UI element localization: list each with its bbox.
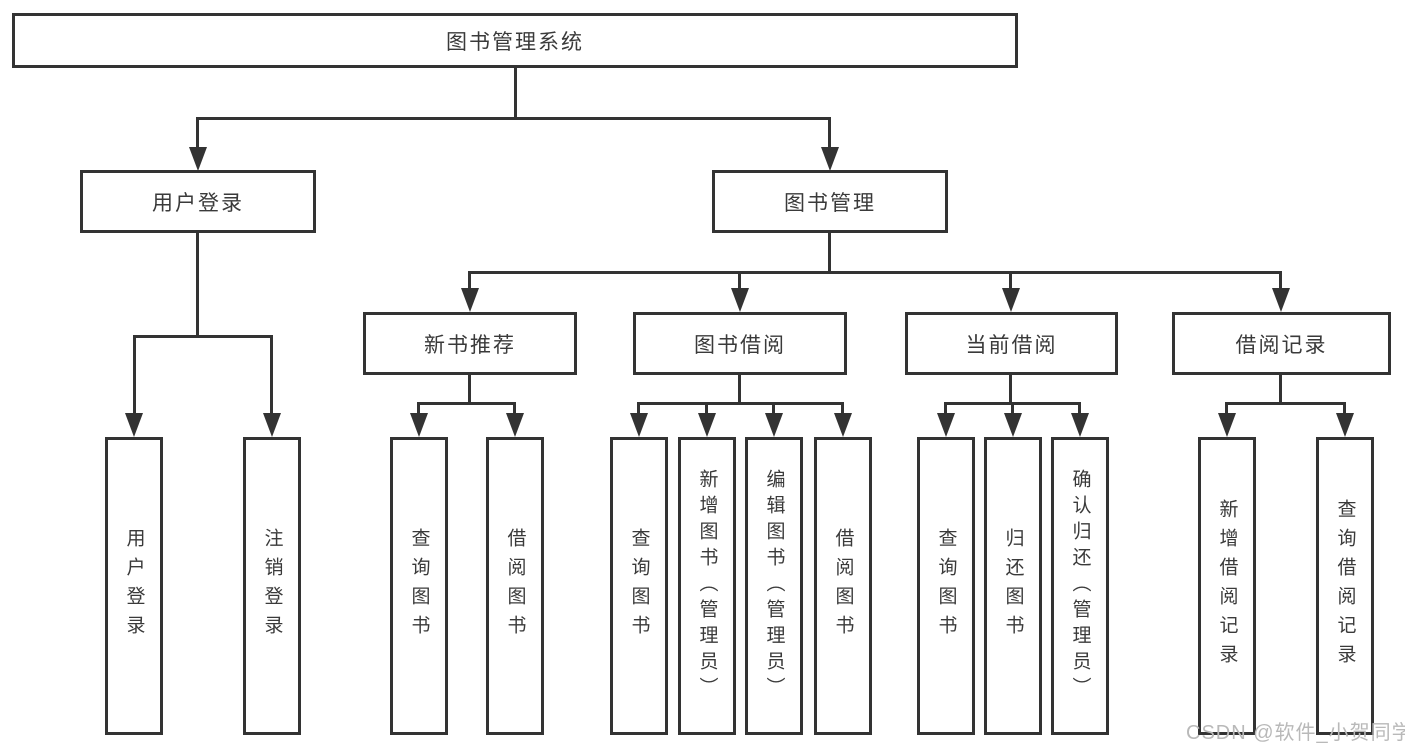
arrowhead-down-icon <box>821 147 839 171</box>
connector-line <box>828 233 831 273</box>
node-book-management: 图书管理 <box>712 170 948 233</box>
node-label: 图书管理 <box>784 191 876 215</box>
node-book-management-system: 图书管理系统 <box>12 13 1018 68</box>
connector-line <box>828 117 831 150</box>
arrowhead-down-icon <box>125 413 143 437</box>
arrowhead-down-icon <box>1218 413 1236 437</box>
arrowhead-down-icon <box>834 413 852 437</box>
node-label: 注销登录 <box>261 528 283 644</box>
watermark: CSDN @软件_小贺同学 <box>1186 722 1405 744</box>
connector-line <box>1009 271 1012 292</box>
node-label: 新增图书（管理员） <box>696 469 718 703</box>
connector-line <box>738 271 741 292</box>
node-label: 编辑图书（管理员） <box>763 469 785 703</box>
node-label: 用户登录 <box>152 191 244 215</box>
leaf-query-borrowing-record: 查询借阅记录 <box>1316 437 1374 735</box>
connector-line <box>738 375 741 405</box>
arrowhead-down-icon <box>1002 288 1020 312</box>
node-label: 图书管理系统 <box>446 30 584 54</box>
connector-line <box>196 117 831 120</box>
node-label: 查询图书 <box>628 528 650 644</box>
connector-line <box>417 402 420 417</box>
connector-line <box>705 402 708 417</box>
arrowhead-down-icon <box>1071 413 1089 437</box>
node-label: 借阅图书 <box>504 528 526 644</box>
connector-line <box>637 402 640 417</box>
node-book-borrowing: 图书借阅 <box>633 312 847 375</box>
connector-line <box>1225 402 1346 405</box>
connector-line <box>1343 402 1346 417</box>
connector-line <box>196 233 199 337</box>
node-label: 查询图书 <box>408 528 430 644</box>
leaf-logout: 注销登录 <box>243 437 301 735</box>
arrowhead-down-icon <box>506 413 524 437</box>
connector-line <box>1009 375 1012 405</box>
arrowhead-down-icon <box>1272 288 1290 312</box>
node-label: 借阅图书 <box>832 528 854 644</box>
arrowhead-down-icon <box>189 147 207 171</box>
arrowhead-down-icon <box>1004 413 1022 437</box>
arrowhead-down-icon <box>410 413 428 437</box>
node-user-login-group: 用户登录 <box>80 170 316 233</box>
node-label: 新增借阅记录 <box>1216 499 1238 673</box>
node-current-borrowing: 当前借阅 <box>905 312 1118 375</box>
connector-line <box>514 68 517 120</box>
leaf-add-book-admin: 新增图书（管理员） <box>678 437 736 735</box>
connector-line <box>417 402 516 405</box>
connector-line <box>270 335 273 417</box>
node-new-book-recommendation: 新书推荐 <box>363 312 577 375</box>
arrowhead-down-icon <box>1336 413 1354 437</box>
leaf-return-books: 归还图书 <box>984 437 1042 735</box>
arrowhead-down-icon <box>937 413 955 437</box>
connector-line <box>133 335 273 338</box>
connector-line <box>1225 402 1228 417</box>
leaf-borrow-books-recommend: 借阅图书 <box>486 437 544 735</box>
leaf-borrow-books-borrowing: 借阅图书 <box>814 437 872 735</box>
arrowhead-down-icon <box>765 413 783 437</box>
arrowhead-down-icon <box>263 413 281 437</box>
connector-line <box>944 402 947 417</box>
node-label: 用户登录 <box>123 528 145 644</box>
connector-line <box>841 402 844 417</box>
node-label: 归还图书 <box>1002 528 1024 644</box>
leaf-query-books-recommend: 查询图书 <box>390 437 448 735</box>
connector-line <box>133 335 136 417</box>
connector-line <box>1279 271 1282 292</box>
node-label: 查询借阅记录 <box>1334 499 1356 673</box>
connector-line <box>468 271 1282 274</box>
connector-line <box>468 375 471 405</box>
node-label: 当前借阅 <box>965 333 1058 357</box>
connector-line <box>637 402 844 405</box>
node-borrowing-records: 借阅记录 <box>1172 312 1391 375</box>
connector-line <box>772 402 775 417</box>
connector-line <box>1078 402 1081 417</box>
connector-line <box>468 271 471 292</box>
arrowhead-down-icon <box>461 288 479 312</box>
arrowhead-down-icon <box>630 413 648 437</box>
node-label: 借阅记录 <box>1235 333 1328 357</box>
leaf-add-borrowing-record: 新增借阅记录 <box>1198 437 1256 735</box>
connector-line <box>196 117 199 150</box>
connector-line <box>513 402 516 417</box>
arrowhead-down-icon <box>698 413 716 437</box>
node-label: 查询图书 <box>935 528 957 644</box>
connector-line <box>1279 375 1282 405</box>
node-label: 图书借阅 <box>694 333 786 357</box>
arrowhead-down-icon <box>731 288 749 312</box>
node-label: 确认归还（管理员） <box>1069 469 1091 703</box>
node-label: 新书推荐 <box>424 333 516 357</box>
connector-line <box>1011 402 1014 417</box>
leaf-query-books-borrowing: 查询图书 <box>610 437 668 735</box>
leaf-confirm-return-admin: 确认归还（管理员） <box>1051 437 1109 735</box>
leaf-query-books-current: 查询图书 <box>917 437 975 735</box>
leaf-user-login: 用户登录 <box>105 437 163 735</box>
leaf-edit-book-admin: 编辑图书（管理员） <box>745 437 803 735</box>
